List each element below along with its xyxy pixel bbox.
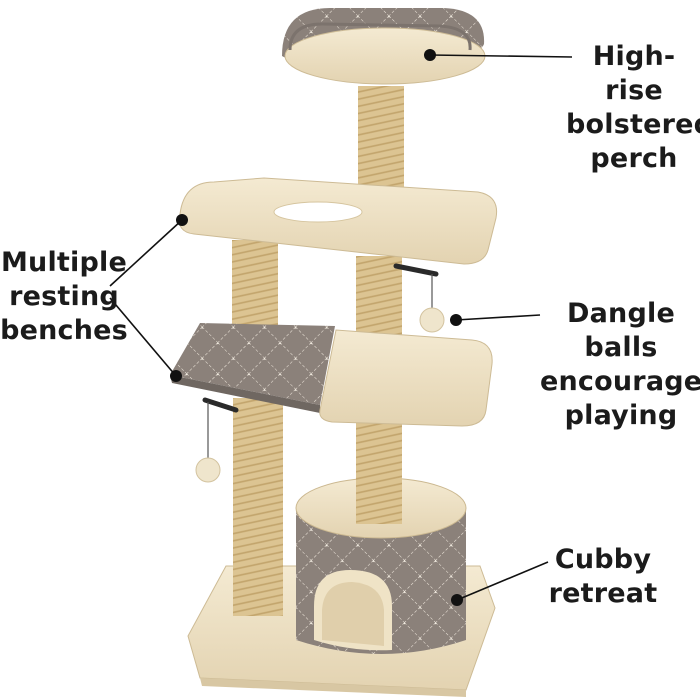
leader-lines: [109, 49, 573, 606]
perch-leader-line: [429, 54, 573, 58]
cubby-marker: [451, 594, 463, 606]
middle-bench: [178, 177, 498, 265]
perch-marker: [424, 49, 436, 61]
callout-line: resting: [9, 281, 119, 312]
benches-callout: Multiple resting benches: [0, 246, 132, 348]
dangle-balls: [195, 263, 445, 483]
bench-leader-line-lower: [109, 297, 177, 377]
callout-line: playing: [564, 400, 678, 431]
callout-line: Multiple: [0, 247, 127, 278]
callout-line: bolstered: [566, 109, 700, 140]
callout-line: perch: [590, 143, 678, 174]
callout-line: encourage: [540, 366, 700, 397]
perch-callout: High-rise bolstered perch: [566, 40, 700, 176]
dangle-marker: [450, 314, 462, 326]
cubby-callout: Cubby retreat: [548, 543, 658, 611]
dangle-balls-callout: Dangle balls encourage playing: [540, 297, 700, 433]
bench-leader-line-upper: [109, 219, 183, 287]
top-perch: [282, 8, 486, 85]
callout-line: retreat: [548, 578, 658, 609]
bench-marker-lower: [170, 370, 182, 382]
lower-bench-fabric: [170, 323, 335, 413]
dangle-leader-line: [455, 314, 541, 321]
callout-line: Dangle balls: [567, 298, 675, 363]
callout-line: benches: [0, 315, 128, 346]
bench-marker-upper: [176, 214, 188, 226]
cubby-leader-line: [456, 561, 549, 601]
callout-line: High-rise: [592, 41, 676, 106]
callout-line: Cubby: [554, 544, 652, 575]
lower-bench-plush: [319, 329, 493, 427]
